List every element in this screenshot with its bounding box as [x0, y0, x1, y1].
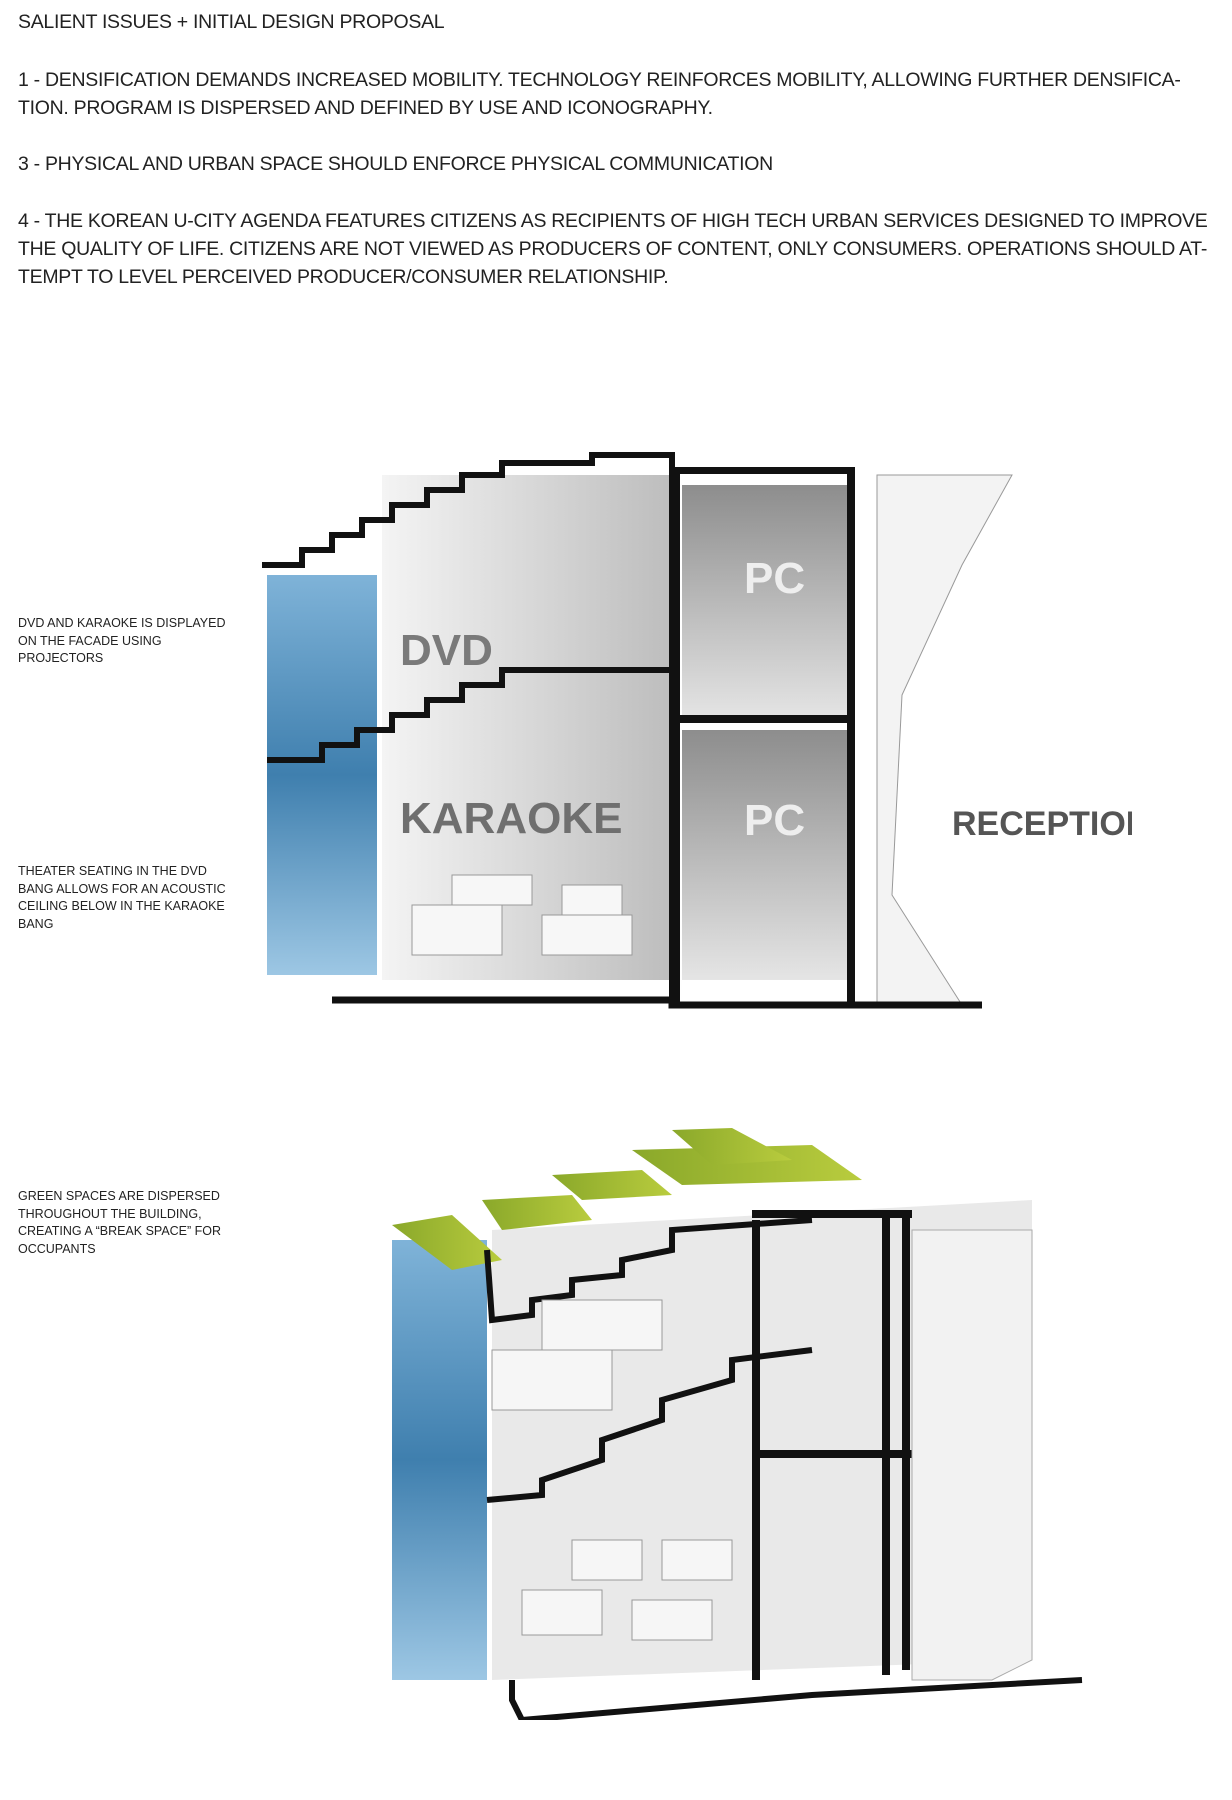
green-roof	[392, 1215, 502, 1270]
seating-block	[561, 884, 623, 916]
seating-block	[541, 914, 633, 956]
building-axonometric-diagram	[392, 1128, 1083, 1720]
issue-4: 4 - THE KOREAN U-CITY AGENDA FEATURES CI…	[18, 210, 1208, 288]
building-section-diagram: DVD KARAOKE PC PC RECEPTION	[262, 452, 1132, 1009]
label-pc-upper: PC	[744, 554, 805, 603]
seating-block	[541, 1299, 663, 1351]
facade-projection	[267, 575, 377, 975]
reception-stair	[876, 474, 1013, 1006]
ground-slab	[509, 1677, 1083, 1720]
seating-block	[491, 1349, 613, 1411]
issue-1: 1 - DENSIFICATION DEMANDS INCREASED MOBI…	[18, 69, 1181, 119]
green-roof	[552, 1170, 672, 1200]
facade-projection	[392, 1240, 487, 1680]
pc-room-upper	[682, 485, 847, 720]
seating-block	[451, 874, 533, 906]
stepped-slab-middle	[267, 667, 672, 763]
seating-block	[521, 1589, 603, 1636]
seating-block	[631, 1599, 713, 1641]
seating-block	[571, 1539, 643, 1581]
page-title: SALIENT ISSUES + INITIAL DESIGN PROPOSAL	[18, 11, 445, 33]
issue-3: 3 - PHYSICAL AND URBAN SPACE SHOULD ENFO…	[18, 153, 773, 175]
stepped-slab-roof	[262, 452, 675, 1005]
seating-block	[661, 1539, 733, 1581]
label-reception: RECEPTION	[952, 805, 1132, 843]
label-karaoke: KARAOKE	[400, 794, 622, 843]
stepped-slab-middle	[486, 1347, 813, 1503]
seating-block	[411, 904, 503, 956]
label-pc-lower: PC	[744, 796, 805, 845]
green-roof	[672, 1128, 792, 1165]
note-facade: DVD AND KARAOKE IS DISPLAYED ON THE FACA…	[18, 616, 226, 665]
note-theater: THEATER SEATING IN THE DVD BANG ALLOWS F…	[18, 864, 226, 931]
stepped-slab-upper	[484, 1217, 813, 1324]
green-roof	[632, 1145, 862, 1185]
label-dvd: DVD	[400, 626, 493, 675]
pc-room-lower	[682, 730, 847, 980]
green-roof	[482, 1195, 592, 1230]
reception-stair	[911, 1229, 1033, 1681]
note-green: GREEN SPACES ARE DISPERSED THROUGHOUT TH…	[18, 1189, 222, 1256]
